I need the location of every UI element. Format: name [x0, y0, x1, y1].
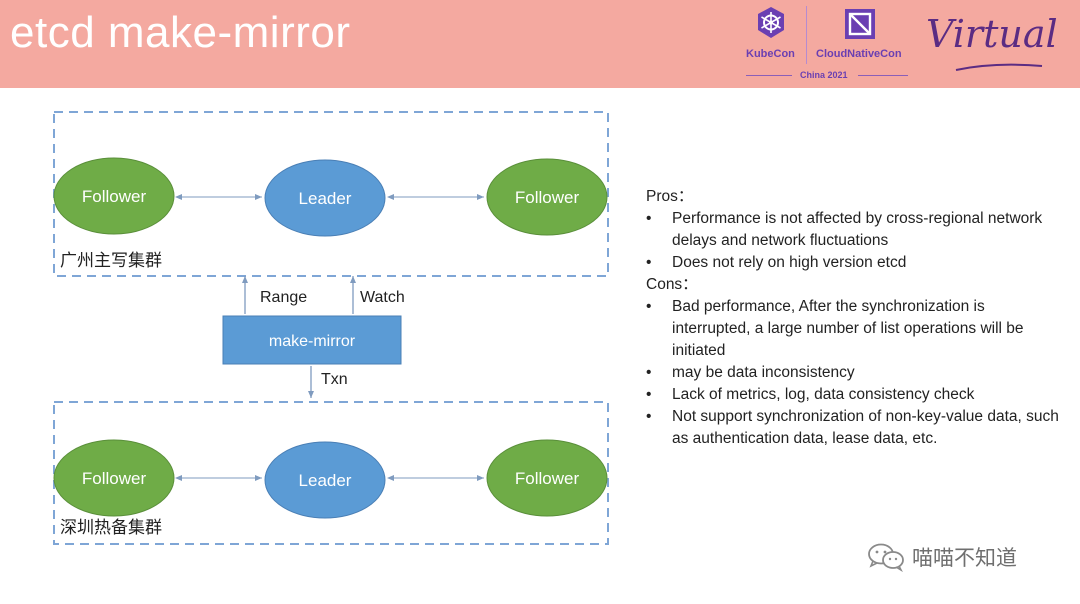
wechat-icon: [868, 543, 904, 572]
bottom-cluster-label: 深圳热备集群: [60, 518, 162, 537]
bottom-follower-right-label: Follower: [515, 469, 580, 488]
cons-item: Bad performance, After the synchronizati…: [646, 296, 1066, 362]
event-label: China 2021: [800, 70, 848, 80]
kubecon-label: KubeCon: [746, 48, 795, 60]
cloudnativecon-label: CloudNativeCon: [816, 48, 902, 60]
pros-item: Performance is not affected by cross-reg…: [646, 208, 1066, 252]
cons-item: may be data inconsistency: [646, 362, 1066, 384]
virtual-wordmark: Virtual: [926, 12, 1058, 56]
top-leader-label: Leader: [299, 189, 352, 208]
top-follower-left: [53, 157, 175, 235]
cons-item: Not support synchronization of non-key-v…: [646, 406, 1066, 450]
watch-label: Watch: [360, 289, 405, 306]
cloudnativecon-logo-icon: [845, 9, 875, 39]
bottom-leader: [264, 441, 386, 519]
slide-title: etcd make-mirror: [10, 8, 351, 57]
diagram-canvas: Follower Leader Follower 广州主写集群 Range Wa…: [53, 111, 609, 545]
logo-underline-left: [746, 75, 792, 76]
bottom-follower-left: [53, 439, 175, 517]
top-follower-left-label: Follower: [82, 187, 147, 206]
bottom-leader-label: Leader: [299, 471, 352, 490]
txn-label: Txn: [321, 371, 348, 388]
make-mirror-diagram: Follower Leader Follower 广州主写集群 Range Wa…: [40, 100, 620, 560]
virtual-underline-icon: [955, 63, 1043, 71]
watermark-text: 喵喵不知道: [912, 546, 1017, 570]
top-follower-right-label: Follower: [515, 188, 580, 207]
top-cluster-label: 广州主写集群: [60, 251, 162, 270]
cons-list: Bad performance, After the synchronizati…: [646, 296, 1066, 450]
pros-item: Does not rely on high version etcd: [646, 252, 1066, 274]
pros-cons-panel: Pros： Performance is not affected by cro…: [646, 186, 1066, 450]
top-follower-right: [486, 158, 608, 236]
logo-divider: [806, 6, 807, 64]
watermark: 喵喵不知道: [866, 540, 1017, 574]
cons-title: Cons：: [646, 276, 698, 293]
top-leader: [264, 159, 386, 237]
pros-title: Pros：: [646, 188, 694, 205]
conference-logos: KubeCon CloudNativeCon China 2021 Virtua…: [740, 4, 1070, 84]
kubecon-logo-icon: [758, 7, 784, 38]
range-label: Range: [260, 289, 307, 306]
header-banner: etcd make-mirror KubeCon CloudNativeCon …: [0, 0, 1080, 88]
logo-underline-right: [858, 75, 908, 76]
pros-list: Performance is not affected by cross-reg…: [646, 208, 1066, 274]
make-mirror-box: [222, 315, 402, 365]
cons-item: Lack of metrics, log, data consistency c…: [646, 384, 1066, 406]
bottom-follower-right: [486, 439, 608, 517]
make-mirror-label: make-mirror: [269, 333, 356, 350]
bottom-follower-left-label: Follower: [82, 469, 147, 488]
